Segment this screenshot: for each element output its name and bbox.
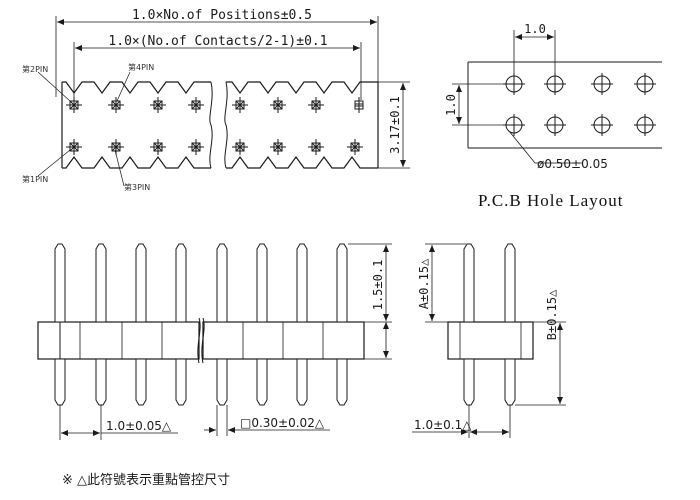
pin [175,243,187,406]
pin-square [188,139,204,155]
pin-square [270,139,286,155]
pin-square [150,139,166,155]
pcb-hole-label: ø0.50±0.05 [537,157,608,171]
dim-pin-top-label: 1.5±0.1 [371,260,385,311]
pcb-hole [591,73,613,95]
top-view: 1.0×No.of Positions±0.5 1.0×(No.of Conta… [22,8,410,192]
pcb-hole [634,114,656,136]
pin2-label: 第2PIN [22,64,48,74]
dim-b-label: B±0.15△ [545,289,559,340]
front-view-pins [54,243,348,406]
dim-square-label: □0.30±0.02△ [240,416,325,430]
pin-square [308,97,324,113]
pin-square [347,139,363,155]
pin-square [232,97,248,113]
pin-square [150,97,166,113]
top-view-pins [66,97,364,155]
pin [504,243,516,406]
pin [296,243,308,406]
pcb-hole [503,114,525,136]
dim-contacts-label: 1.0×(No.of Contacts/2-1)±0.1 [108,34,327,49]
pcb-hole [634,73,656,95]
pin [54,243,66,406]
pin4-label: 第4PIN [128,62,154,72]
dim-positions-label: 1.0×No.of Positions±0.5 [132,8,312,23]
pin-square [308,139,324,155]
pcb-title: P.C.B Hole Layout [478,191,623,210]
side-view: A±0.15△ B±0.15△ 1.0±0.1△ [412,243,566,438]
pcb-holes [503,73,656,136]
pin [95,243,107,406]
pin-square [108,97,124,113]
pin-square [270,97,286,113]
dim-height-label: 3.17±0.1 [388,96,402,154]
pcb-hole-layout: 1.0 1.0 ø0.50±0.05 P.C.B Hole Layout [444,22,662,210]
dim-pitch-label: 1.0±0.05△ [106,419,172,433]
front-view: 1.5±0.1 1.0±0.05△ □0.30±0.02△ [37,243,392,440]
dim-a-label: A±0.15△ [417,258,431,309]
pcb-hole [544,73,566,95]
pcb-pitch-x-label: 1.0 [524,22,546,36]
pin [135,243,147,406]
pin-square [108,139,124,155]
pcb-hole [503,73,525,95]
pcb-hole [591,114,613,136]
dim-side-pitch-label: 1.0±0.1△ [414,418,472,432]
pin [216,243,228,406]
pin [463,243,475,406]
pin-square [66,97,82,113]
pin [256,243,268,406]
pcb-pitch-y-label: 1.0 [444,94,458,116]
pin-square [66,139,82,155]
pin3-label: 第3PIN [124,182,150,192]
pcb-hole [544,114,566,136]
pin [336,243,348,406]
pin-square [188,97,204,113]
pin1-label: 第1PIN [22,174,48,184]
pin-square [232,139,248,155]
pin-square-last [354,97,364,113]
side-view-pins [463,243,516,406]
note-text: ※ △此符號表示重點管控尺寸 [62,472,230,488]
